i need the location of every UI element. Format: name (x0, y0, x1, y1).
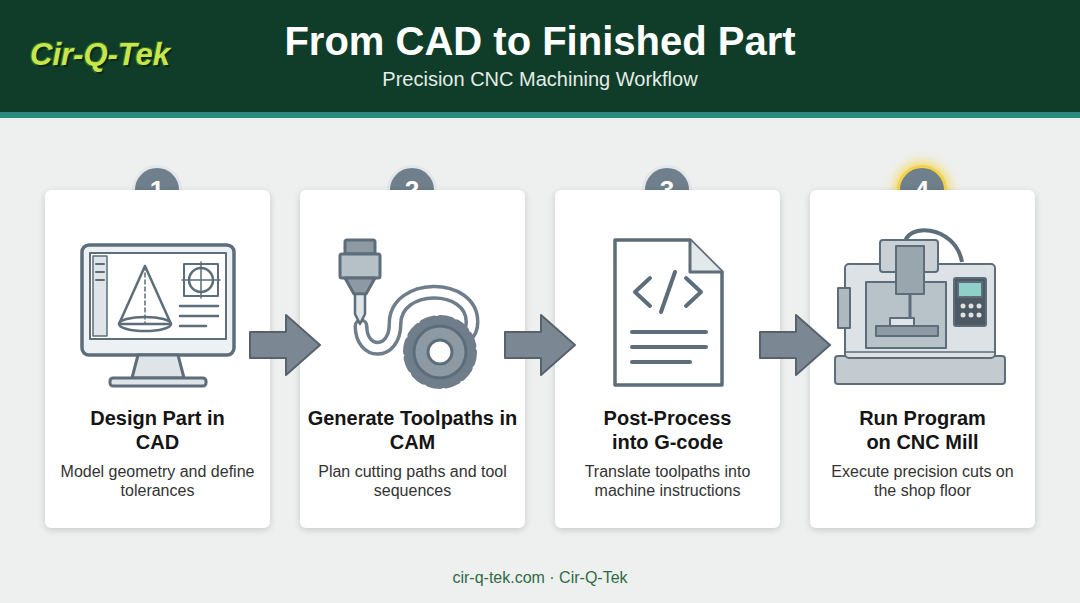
gcode-document-icon (615, 240, 722, 385)
header-stripe (0, 112, 1080, 118)
step-card: Design Part in CAD Model geometry and def… (45, 190, 270, 528)
step-title: Run Program on CNC Mill (845, 406, 1000, 454)
step-title: Design Part in CAD (83, 406, 233, 454)
card-text-block: Run Program on CNC MillExecute precision… (810, 406, 1035, 500)
flow-arrow (760, 315, 830, 375)
step-description: Execute precision cuts on the shop floor (823, 462, 1023, 500)
subtitle: Precision CNC Machining Workflow (0, 66, 1080, 92)
step-card: Run Program on CNC MillExecute precision… (810, 190, 1035, 528)
step-number: 1 (135, 168, 179, 212)
step-title: Generate Toolpaths in CAM (307, 406, 519, 454)
step-number-circle: 1 (132, 165, 182, 215)
card-text-block: Post-Process into G-codeTranslate toolpa… (555, 406, 780, 500)
toolpath-icon (340, 240, 472, 383)
cnc-mill-icon (835, 230, 1005, 384)
step-number: 4 (900, 168, 944, 212)
step-title: Post-Process into G-code (588, 406, 748, 454)
step-number-circle: 2 (387, 165, 437, 215)
logo-text: Cir-Q-Tek (30, 36, 170, 74)
step-number-circle: 3 (642, 165, 692, 215)
step-description: Model geometry and define tolerances (58, 462, 258, 500)
step-description: Plan cutting paths and tool sequences (313, 462, 513, 500)
step-description: Translate toolpaths into machine instruc… (568, 462, 768, 500)
step-number: 3 (645, 168, 689, 212)
step-card: Post-Process into G-codeTranslate toolpa… (555, 190, 780, 528)
step-number: 2 (390, 168, 434, 212)
card-text-block: Generate Toolpaths in CAM Plan cutting pa… (300, 406, 525, 500)
monitor-icon (82, 245, 234, 386)
flow-arrow (250, 315, 320, 375)
step-card: Generate Toolpaths in CAM Plan cutting pa… (300, 190, 525, 528)
flow-arrow (505, 315, 575, 375)
step-number-circle: 4 (897, 165, 947, 215)
footer-caption: cir-q-tek.com · Cir-Q-Tek (0, 568, 1080, 588)
card-text-block: Design Part in CAD Model geometry and def… (45, 406, 270, 500)
